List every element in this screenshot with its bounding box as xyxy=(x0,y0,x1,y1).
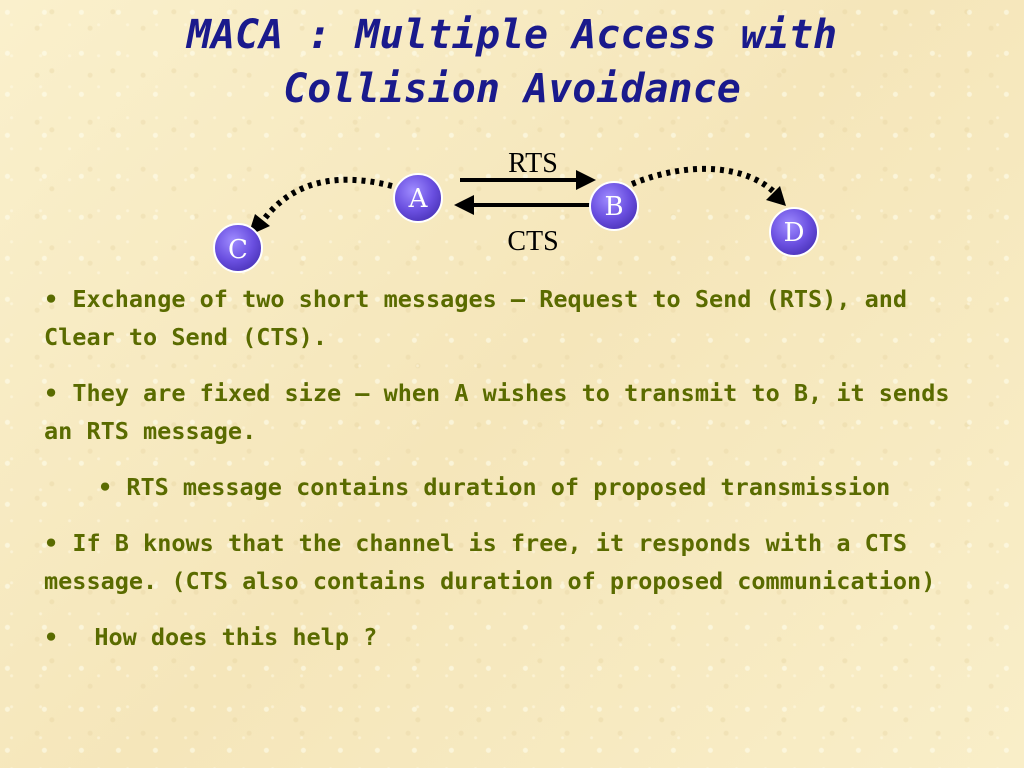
slide-title-line-1: MACA : Multiple Access with xyxy=(186,12,838,58)
bullet-item: • How does this help ? xyxy=(44,618,984,656)
bullet-marker: • xyxy=(44,285,59,313)
rts-arrowhead xyxy=(576,170,596,190)
bullet-item: • Exchange of two short messages – Reque… xyxy=(44,280,984,356)
bullet-marker: • xyxy=(44,623,59,651)
node-d-label: D xyxy=(784,218,805,248)
arrowhead-d xyxy=(766,186,786,206)
dotted-arrow-b-to-d xyxy=(630,166,781,199)
rts-label: RTS xyxy=(508,148,558,179)
node-a: A xyxy=(393,173,443,223)
bullet-marker: • xyxy=(44,529,59,557)
rts-cts-diagram: A B C D RTS CTS xyxy=(213,148,819,273)
slide-title: MACA : Multiple Access with Collision Av… xyxy=(0,8,1024,116)
node-c-label: C xyxy=(228,235,248,265)
node-d: D xyxy=(769,207,819,257)
bullet-marker: • xyxy=(44,379,59,407)
bullet-text: RTS message contains duration of propose… xyxy=(126,473,891,501)
bullet-text: They are fixed size – when A wishes to t… xyxy=(44,379,950,445)
bullet-item: • If B knows that the channel is free, i… xyxy=(44,524,984,600)
bullet-text: How does this help ? xyxy=(94,623,378,651)
bullet-text: Exchange of two short messages – Request… xyxy=(44,285,908,351)
node-a-label: A xyxy=(408,184,429,214)
slide-title-line-2: Collision Avoidance xyxy=(283,66,741,112)
cts-arrowhead xyxy=(454,195,474,215)
cts-label: CTS xyxy=(507,226,558,257)
bullet-item: • They are fixed size – when A wishes to… xyxy=(44,374,984,450)
bullet-list: • Exchange of two short messages – Reque… xyxy=(44,280,984,674)
node-c: C xyxy=(213,223,263,273)
bullet-text: If B knows that the channel is free, it … xyxy=(44,529,936,595)
node-b-label: B xyxy=(604,192,623,222)
sub-bullet-item: • RTS message contains duration of propo… xyxy=(98,468,984,506)
bullet-marker: • xyxy=(98,473,113,501)
node-b: B xyxy=(589,181,639,231)
dotted-arrow-a-to-c xyxy=(255,176,393,230)
